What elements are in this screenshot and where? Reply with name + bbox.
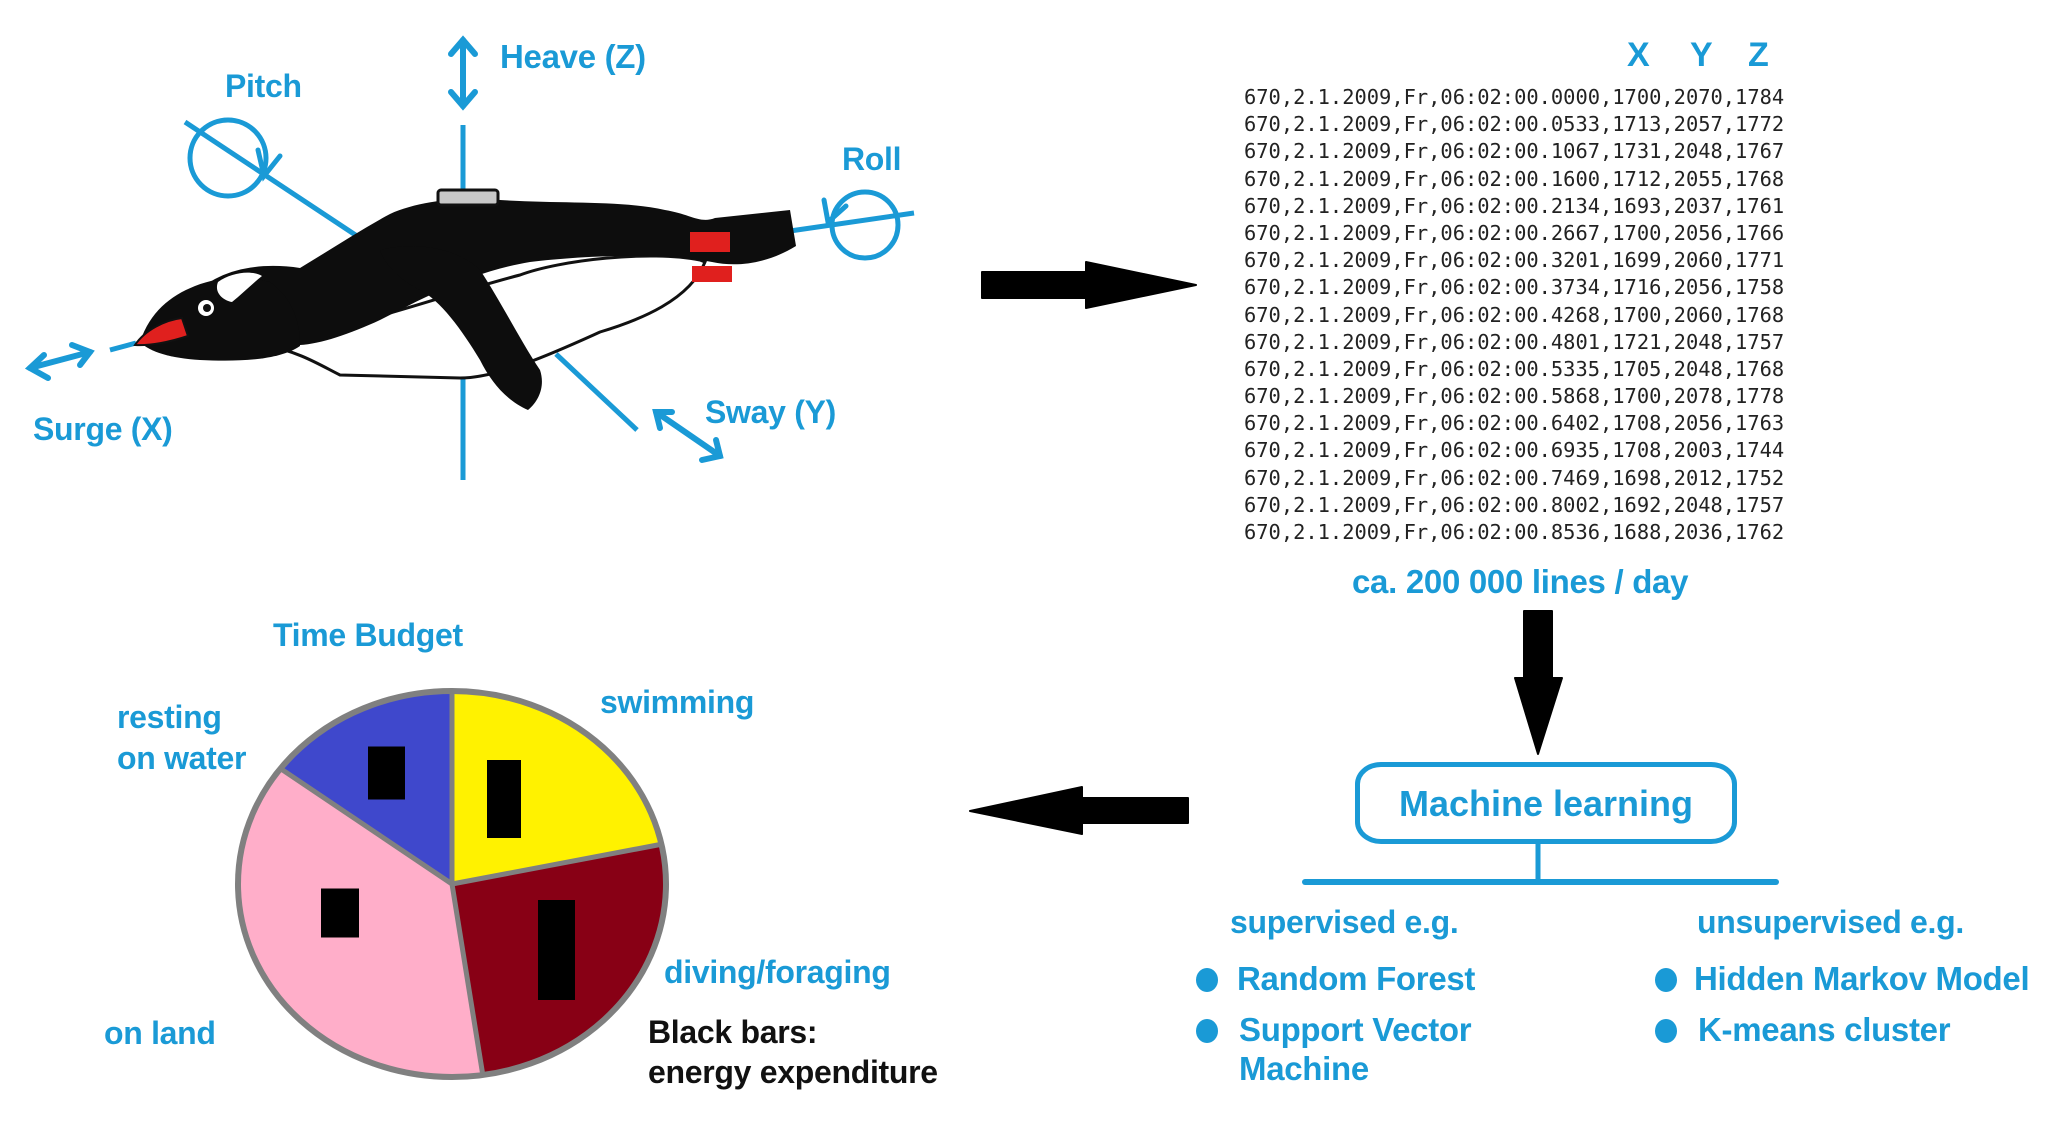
data-line: 670,2.1.2009,Fr,06:02:00.1067,1731,2048,… — [1244, 139, 1785, 164]
sway-axis-line — [554, 352, 639, 432]
penguin-eye-patch — [216, 272, 262, 302]
heave-arrow-icon — [448, 35, 478, 111]
arrow-left-icon — [969, 786, 1189, 835]
data-line: 670,2.1.2009,Fr,06:02:00.0533,1713,2057,… — [1244, 112, 1785, 137]
pie-slice-divider — [451, 841, 662, 887]
machine-learning-box: Machine learning — [1355, 762, 1737, 844]
sway-arrow-icon — [652, 409, 724, 463]
pie-label-swimming: swimming — [600, 684, 755, 720]
machine-learning-title: Machine learning — [1398, 783, 1694, 824]
data-line: 670,2.1.2009,Fr,06:02:00.7469,1698,2012,… — [1244, 465, 1785, 490]
pie-slice-resting-on-water — [280, 691, 452, 884]
data-line: 670,2.1.2009,Fr,06:02:00.6935,1708,2003,… — [1244, 438, 1785, 463]
data-line: 670,2.1.2009,Fr,06:02:00.0000,1700,2070,… — [1244, 85, 1785, 109]
bullet-icon — [1196, 968, 1218, 992]
unsupervised-heading: unsupervised e.g. — [1697, 904, 1964, 940]
sway-label: Sway (Y) — [705, 394, 836, 430]
roll-label: Roll — [842, 141, 902, 177]
pie-slice-divider — [279, 766, 454, 887]
penguin-illustration — [133, 188, 796, 410]
bullet-icon — [1196, 1019, 1218, 1043]
accelerometer-data-lines: 670,2.1.2009,Fr,06:02:00.0000,1700,2070,… — [1244, 84, 1784, 546]
pie-annotation-line1: Black bars: — [648, 1014, 818, 1050]
pie-slice-on-land — [238, 768, 483, 1077]
penguin-foot-lower — [692, 266, 732, 282]
axis-header-y: Y — [1690, 36, 1713, 74]
pitch-rotation-icon — [187, 117, 283, 199]
pie-annotation-line2: energy expenditure — [648, 1054, 938, 1090]
data-line: 670,2.1.2009,Fr,06:02:00.1600,1712,2055,… — [1244, 166, 1785, 191]
pie-outline — [235, 688, 669, 1080]
data-logger-device — [436, 188, 500, 207]
pie-title: Time Budget — [273, 617, 463, 653]
data-line: 670,2.1.2009,Fr,06:02:00.4801,1721,2048,… — [1244, 329, 1785, 354]
method-support-vector-line2: Machine — [1239, 1050, 1369, 1087]
data-line: 670,2.1.2009,Fr,06:02:00.8002,1692,2048,… — [1244, 492, 1785, 517]
data-line: 670,2.1.2009,Fr,06:02:00.2667,1700,2056,… — [1244, 220, 1785, 245]
roll-axis-line — [789, 210, 915, 234]
surge-label: Surge (X) — [33, 411, 173, 447]
penguin-head — [140, 277, 300, 361]
data-volume-note: ca. 200 000 lines / day — [1352, 563, 1689, 600]
energy-bar-swimming — [487, 760, 521, 838]
pie-label-resting-1: resting — [117, 699, 222, 735]
surge-axis-line — [109, 340, 137, 353]
axis-header-x: X — [1627, 36, 1650, 74]
energy-bar-resting-on-water — [368, 746, 405, 800]
data-line: 670,2.1.2009,Fr,06:02:00.5868,1700,2078,… — [1244, 384, 1785, 409]
bullet-icon — [1655, 1019, 1677, 1043]
axis-header-z: Z — [1748, 36, 1769, 74]
data-line: 670,2.1.2009,Fr,06:02:00.4268,1700,2060,… — [1244, 302, 1785, 327]
data-line: 670,2.1.2009,Fr,06:02:00.6402,1708,2056,… — [1244, 411, 1785, 436]
method-support-vector: Support Vector — [1239, 1011, 1472, 1048]
penguin-beak — [133, 316, 190, 347]
pie-label-diving: diving/foraging — [664, 954, 891, 990]
method-kmeans: K-means cluster — [1698, 1011, 1951, 1048]
arrow-right-icon — [981, 261, 1197, 309]
energy-bar-on-land — [321, 888, 359, 938]
supervised-heading: supervised e.g. — [1230, 904, 1459, 940]
energy-bar-diving-foraging — [538, 900, 575, 1000]
penguin-flipper — [380, 246, 542, 410]
pitch-axis-line — [183, 119, 362, 241]
method-random-forest: Random Forest — [1237, 960, 1476, 997]
arrow-down-icon — [1514, 610, 1563, 755]
data-line: 670,2.1.2009,Fr,06:02:00.2134,1693,2037,… — [1244, 193, 1785, 218]
data-line: 670,2.1.2009,Fr,06:02:00.8536,1688,2036,… — [1244, 520, 1785, 544]
penguin-back — [190, 198, 796, 345]
pie-slice-divider — [449, 883, 486, 1076]
surge-arrow-icon — [24, 342, 95, 381]
pitch-label: Pitch — [225, 68, 302, 104]
data-line: 670,2.1.2009,Fr,06:02:00.5335,1705,2048,… — [1244, 356, 1785, 381]
pie-label-on-land: on land — [104, 1015, 216, 1051]
data-line: 670,2.1.2009,Fr,06:02:00.3201,1699,2060,… — [1244, 248, 1785, 273]
bullet-icon — [1655, 968, 1677, 992]
method-hidden-markov: Hidden Markov Model — [1694, 960, 2030, 997]
heave-label: Heave (Z) — [500, 38, 646, 75]
penguin-foot-upper — [690, 232, 730, 252]
pie-label-resting-2: on water — [117, 740, 247, 776]
data-line: 670,2.1.2009,Fr,06:02:00.3734,1716,2056,… — [1244, 275, 1785, 300]
roll-rotation-icon — [821, 189, 901, 261]
